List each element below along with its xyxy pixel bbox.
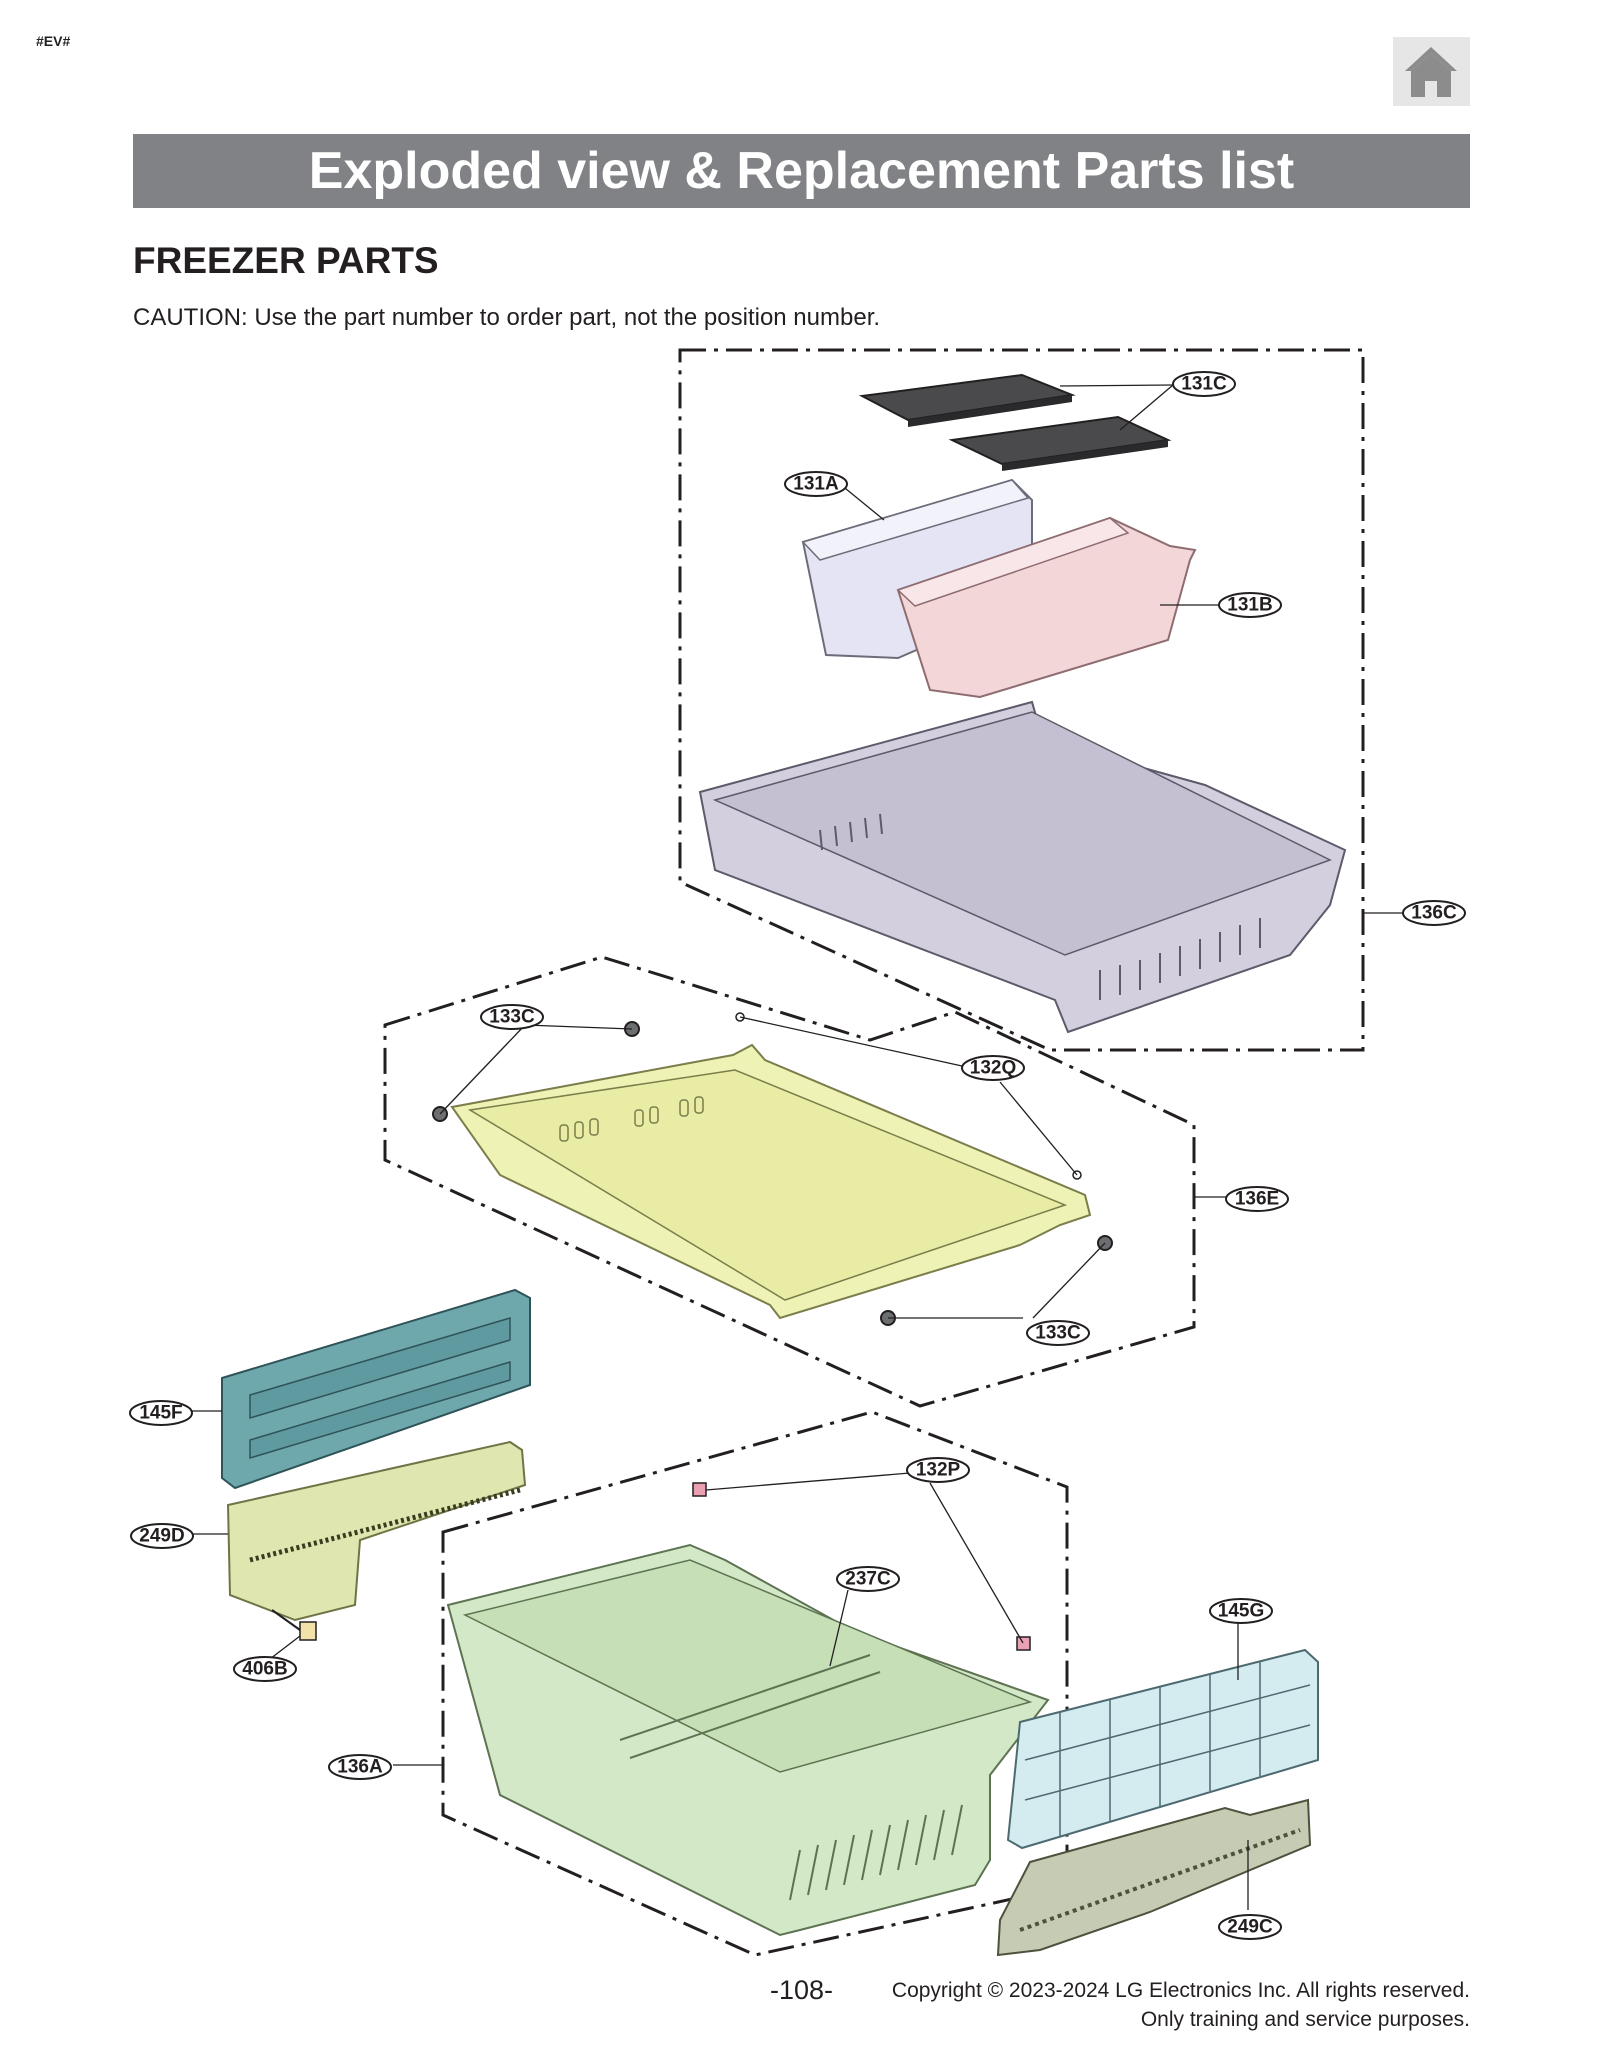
svg-text:132P: 132P [916,1460,961,1481]
callout-133C-bottom: 133C [1026,1320,1090,1346]
callout-133C-top: 133C [480,1004,544,1030]
callout-136A: 136A [328,1754,392,1780]
svg-text:237C: 237C [845,1569,891,1590]
part-131C-grille-top [858,373,1076,427]
section-heading: FREEZER PARTS [133,240,439,281]
callout-131A: 131A [784,471,848,497]
svg-text:133C: 133C [489,1007,535,1028]
caution-note: CAUTION: Use the part number to order pa… [133,304,881,331]
part-145G-cover [1006,1648,1319,1850]
document-tag: #EV# [36,33,71,49]
svg-text:132Q: 132Q [970,1058,1016,1079]
svg-text:136C: 136C [1411,903,1457,924]
svg-text:133C: 133C [1035,1323,1081,1344]
svg-text:406B: 406B [242,1659,287,1680]
svg-text:249C: 249C [1227,1917,1273,1938]
svg-text:131B: 131B [1227,595,1272,616]
part-136E-tray [450,1043,1092,1320]
group-boundary-136A [441,1410,1069,1957]
callout-406B: 406B [233,1656,297,1682]
copyright-notice: Copyright © 2023-2024 LG Electronics Inc… [892,1976,1470,2034]
part-249D-rail [226,1440,527,1622]
callout-136E: 136E [1225,1186,1289,1212]
copyright-line-1: Copyright © 2023-2024 LG Electronics Inc… [891,1979,1470,2002]
home-icon [1405,47,1457,97]
svg-text:131C: 131C [1181,374,1227,395]
part-131C-grille-bottom [948,415,1172,471]
leader-lines [191,384,1403,1910]
callout-131B: 131B [1218,592,1282,618]
part-145F-cover [221,1288,531,1490]
part-406B-sensor [271,1609,317,1641]
callout-249C: 249C [1218,1914,1282,1940]
part-136C-basket [698,700,1347,1034]
page-number: -108- [770,1975,834,2005]
callout-131C: 131C [1172,371,1236,397]
callout-136C: 136C [1402,900,1466,926]
page-title: Exploded view & Replacement Parts list [133,134,1470,208]
callout-145G: 145G [1209,1598,1273,1624]
part-132P-pad [692,1482,707,1497]
part-136A-basket [446,1543,1050,1937]
callout-237C: 237C [836,1566,900,1592]
part-131B-bin [896,516,1197,699]
callout-249D: 249D [130,1523,194,1549]
callout-132Q: 132Q [961,1055,1025,1081]
callout-132P: 132P [906,1457,970,1483]
callout-145F: 145F [129,1400,193,1426]
svg-text:136A: 136A [337,1757,383,1778]
home-button[interactable] [1393,37,1470,106]
svg-text:136E: 136E [1235,1189,1279,1210]
copyright-line-2: Only training and service purposes. [1140,2008,1470,2031]
svg-text:145G: 145G [1218,1601,1264,1622]
part-132P-pad [1016,1636,1031,1651]
group-boundary-136C [678,348,1365,1052]
svg-text:145F: 145F [139,1403,182,1424]
svg-text:249D: 249D [139,1526,184,1547]
svg-text:131A: 131A [793,474,839,495]
part-249C-rail [996,1798,1312,1957]
